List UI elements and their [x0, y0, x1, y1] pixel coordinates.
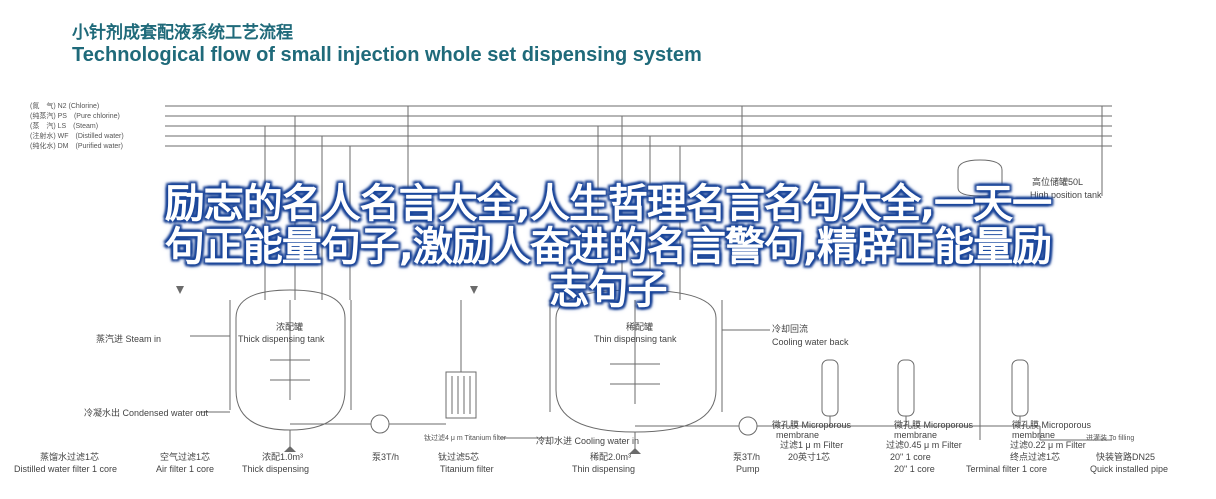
caption-7-en: Pump: [736, 464, 760, 474]
membrane-filter-3: [1011, 359, 1029, 417]
end-caption-2: 终点过滤1芯: [1010, 451, 1060, 462]
caption-2-cn: 空气过滤1芯: [160, 451, 210, 462]
label-condensed-out: 冷凝水出 Condensed water out: [84, 407, 209, 418]
caption-1-cn: 蒸馏水过滤1芯: [40, 451, 99, 462]
caption-3-cn: 浓配1.0m³: [262, 452, 303, 462]
label-high-tank-cn: 高位储罐50L: [1032, 176, 1083, 187]
caption-5-cn: 钛过滤5芯: [438, 451, 479, 462]
filter-label-3-cn: 微孔膜 Microporous: [1012, 419, 1092, 430]
label-thick-tank-cn: 浓配罐: [276, 321, 303, 332]
caption-5-en: Titanium filter: [440, 464, 494, 474]
label-high-tank-en: High position tank: [1030, 190, 1102, 200]
caption-6-en: Thin dispensing: [572, 464, 635, 474]
membrane-filter-2: [897, 359, 915, 417]
label-titanium-filter-a: 钛过滤4 μ m Titanium filter: [424, 433, 507, 442]
legend-wf: (注射水) WF (Distilled water): [30, 131, 124, 140]
filter-label-2-en: membrane: [894, 430, 937, 440]
label-steam-in: 蒸汽进 Steam in: [96, 333, 161, 344]
titanium-filter-housing: [445, 371, 477, 419]
diagram-title-en: Technological flow of small injection wh…: [72, 44, 702, 66]
legend-n2: (氮 气) N2 (Chlorine): [30, 101, 99, 110]
membrane-filter-1: [821, 359, 839, 417]
label-to-filling: 进灌装 To filling: [1086, 433, 1134, 442]
caption-10-en: Terminal filter 1 core: [966, 464, 1047, 474]
overlay-line-1: 励志的名人名言大全,人生哲理名言名句大全,一天一: [164, 181, 1052, 227]
label-cooling-back-cn: 冷却回流: [772, 323, 808, 334]
label-thick-tank-en: Thick dispensing tank: [238, 334, 325, 344]
legend-ls: (蒸 汽) LS (Steam): [30, 121, 98, 130]
legend-ps: (纯蒸汽) PS (Pure chlorine): [30, 111, 120, 120]
caption-6-cn: 稀配2.0m³: [590, 451, 631, 462]
caption-7-cn: 泵3T/h: [733, 452, 760, 462]
caption-1-en: Distilled water filter 1 core: [14, 464, 117, 474]
overlay-line-2: 句正能量句子,激励人奋进的名言警句,精辟正能量励: [164, 223, 1052, 270]
pump-2: [738, 416, 758, 436]
legend-dm: (纯化水) DM (Purified water): [30, 141, 123, 150]
caption-11-cn: 快装管路DN25: [1096, 451, 1155, 462]
diagram-title-cn: 小针剂成套配液系统工艺流程: [72, 23, 293, 43]
thick-dispensing-tank: [235, 289, 346, 431]
overlay-headline: 励志的名人名言大全,人生哲理名言名句大全,一天一 句正能量句子,激励人奋进的名言…: [20, 183, 1196, 311]
caption-9-cn: 过滤0.45 μ m Filter: [886, 439, 962, 450]
caption-3-en: Thick dispensing: [242, 464, 309, 474]
caption-11-en: Quick installed pipe: [1090, 464, 1168, 474]
pump-1: [370, 414, 390, 434]
caption-9-en: 20" 1 core: [890, 452, 931, 462]
thin-dispensing-tank: [555, 289, 717, 433]
label-cooling-in: 冷却水进 Cooling water in: [536, 435, 639, 446]
caption-8-en: 20英寸1芯: [788, 451, 830, 462]
high-position-tank: [957, 159, 1003, 197]
caption-2-en: Air filter 1 core: [156, 464, 214, 474]
end-caption-1: 20" 1 core: [894, 464, 935, 474]
label-cooling-back-en: Cooling water back: [772, 337, 849, 347]
filter-label-1-en: membrane: [776, 430, 819, 440]
label-thin-tank-en: Thin dispensing tank: [594, 334, 677, 344]
label-thin-tank-cn: 稀配罐: [626, 321, 653, 332]
caption-10-cn: 过滤0.22 μ m Filter: [1010, 439, 1086, 450]
filter-label-2-cn: 微孔膜 Microporous: [894, 419, 974, 430]
caption-4-cn: 泵3T/h: [372, 452, 399, 462]
caption-8-cn: 过滤1 μ m Filter: [780, 439, 843, 450]
filter-label-1-cn: 微孔膜 Microporous: [772, 419, 852, 430]
overlay-line-3: 志句子: [549, 266, 668, 313]
filter-label-3-en: membrane: [1012, 430, 1055, 440]
